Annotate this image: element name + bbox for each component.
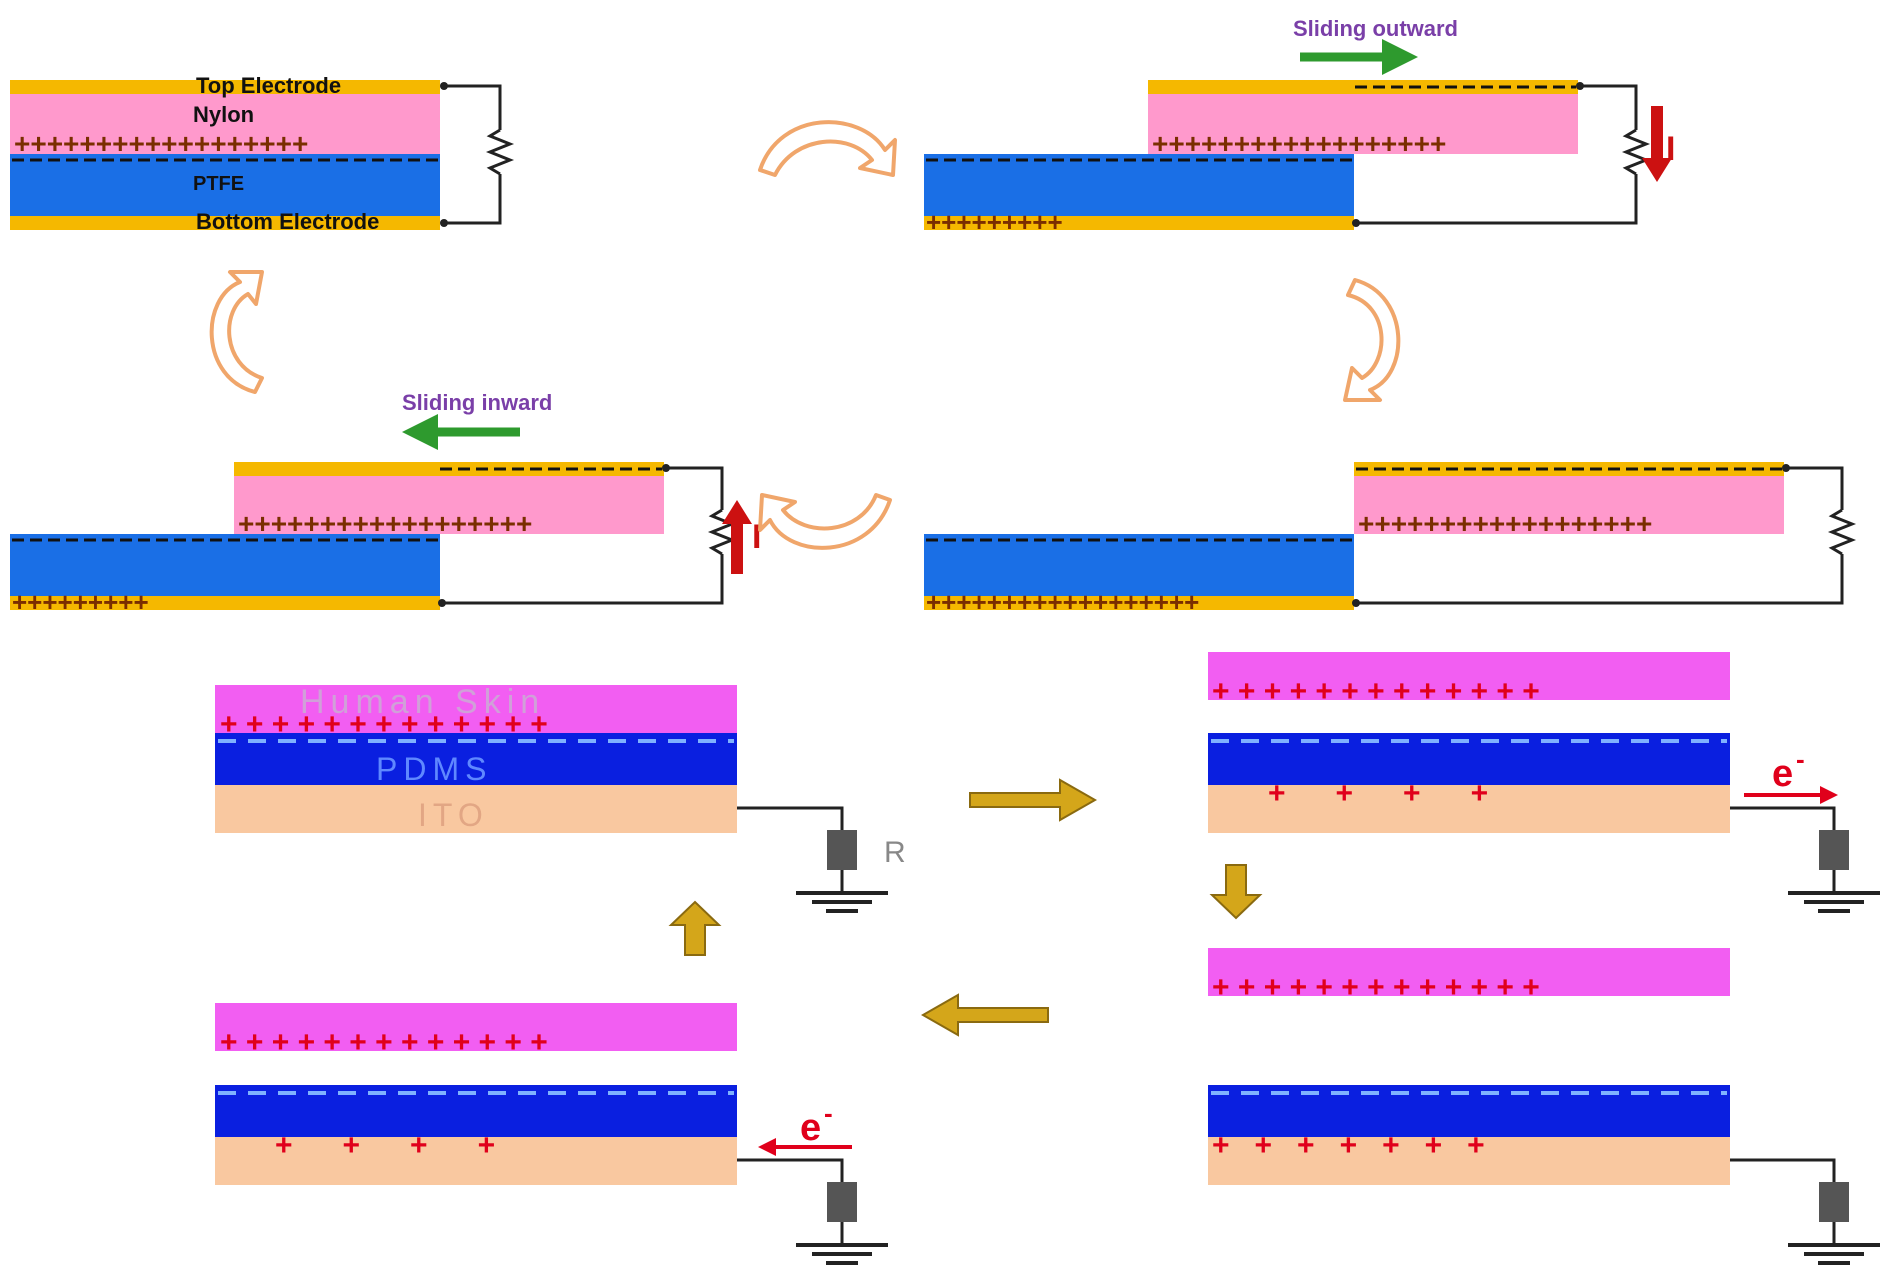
ptfe-label: PTFE <box>193 173 244 195</box>
contact-state-contact: Human Skin + + + + + + + + + + + + + PDM… <box>215 683 906 913</box>
ito-plus-charges: + + + + + + + <box>1212 1129 1485 1162</box>
sliding-state-separated: ++++++++++++++++++ ++++++++++++++++++ <box>924 462 1857 617</box>
resistor-label: R <box>884 836 906 869</box>
skin-layer <box>215 1003 737 1051</box>
sliding-outward-label: Sliding outward <box>1293 16 1458 41</box>
cycle-arrows <box>209 120 1401 550</box>
sliding-state-contact: ++++++++++++++++++ Top Electrode Nylon P… <box>10 73 515 234</box>
contact-state-separated: + + + + + + + + + + + + + + + + + + + + <box>1208 948 1880 1265</box>
nylon-label: Nylon <box>193 102 254 127</box>
top-electrode-layer <box>10 80 440 94</box>
cycle-arrow-left <box>209 270 264 394</box>
ground-wire <box>737 806 844 830</box>
ito-layer <box>1208 1137 1730 1185</box>
ito-layer <box>1208 785 1730 833</box>
cycle-arrow-top <box>758 120 897 177</box>
load-resistor <box>827 830 857 870</box>
bottom-electrode-plus-charges: +++++++++ <box>926 207 1063 237</box>
current-arrow-down <box>1642 106 1672 182</box>
electron-sup: - <box>824 1098 833 1128</box>
circuit-wire <box>1356 554 1844 605</box>
circuit-wire <box>444 174 502 225</box>
block-arrow-right <box>969 778 1098 822</box>
load-resistor <box>827 1182 857 1222</box>
ito-layer <box>215 1137 737 1185</box>
bottom-electrode-layer <box>10 216 440 230</box>
nylon-layer <box>234 476 664 534</box>
current-label: I <box>1666 130 1675 168</box>
skin-plus-charges: + + + + + + + + + + + + + <box>220 1026 548 1059</box>
ptfe-layer <box>924 534 1354 596</box>
load-resistor <box>1819 1182 1849 1222</box>
pdms-label: PDMS <box>376 751 492 787</box>
cycle-arrow-right <box>1343 278 1401 402</box>
ptfe-layer <box>924 154 1354 216</box>
ito-plus-charges: + + + + <box>1268 777 1488 810</box>
circuit-wire <box>1356 174 1638 225</box>
cycle-arrow-bottom <box>758 493 892 550</box>
electron-label: e <box>800 1107 821 1149</box>
contact-state-separating: + + + + + + + + + + + + + + + + + e - <box>1208 652 1880 913</box>
nylon-layer <box>1148 94 1578 154</box>
skin-plus-charges: + + + + + + + + + + + + + <box>1212 971 1540 1004</box>
nylon-layer <box>1354 476 1784 534</box>
skin-layer <box>215 685 737 733</box>
sliding-inward-label: Sliding inward <box>402 390 552 415</box>
ground-symbol <box>1788 1243 1880 1265</box>
resistor <box>1827 508 1857 556</box>
ground-symbol <box>1788 891 1880 913</box>
electron-flow-arrow-left <box>758 1138 852 1156</box>
circuit-wire <box>444 84 502 130</box>
ptfe-layer <box>10 154 440 216</box>
circuit-wire <box>666 466 724 510</box>
block-arrow-up <box>668 900 722 956</box>
bottom-electrode-plus-charges: +++++++++ <box>12 587 149 617</box>
ito-plus-charges: + + + + <box>275 1129 495 1162</box>
sliding-state-outward: Sliding outward ++++++++++++++++++ +++++… <box>924 16 1675 237</box>
ito-layer <box>215 785 737 833</box>
bottom-electrode-plus-charges: ++++++++++++++++++ <box>926 587 1199 617</box>
sliding-state-inward: Sliding inward ++++++++++++++++++ ++++++… <box>10 390 761 617</box>
nylon-plus-charges: ++++++++++++++++++ <box>238 508 532 539</box>
current-label: I <box>752 518 761 556</box>
nylon-layer <box>10 94 440 154</box>
circuit-wire <box>1786 466 1844 510</box>
load-resistor <box>1819 830 1849 870</box>
ground-wire <box>1730 1158 1836 1182</box>
bottom-electrode-label: Bottom Electrode <box>196 209 379 234</box>
skin-layer <box>1208 652 1730 700</box>
bottom-electrode-layer <box>924 216 1354 230</box>
bottom-electrode-layer <box>10 596 440 610</box>
top-electrode-label: Top Electrode <box>196 73 341 98</box>
block-arrows <box>668 778 1263 1037</box>
circuit-wire <box>1580 84 1638 130</box>
nylon-plus-charges: ++++++++++++++++++ <box>1358 508 1652 539</box>
nylon-plus-charges: ++++++++++++++++++ <box>14 128 308 159</box>
circuit-wire <box>442 554 724 605</box>
bottom-electrode-layer <box>924 596 1354 610</box>
top-electrode-layer <box>1354 462 1784 476</box>
electron-sup: - <box>1796 744 1805 774</box>
ground-symbol <box>796 1243 888 1265</box>
ito-label: ITO <box>418 797 489 833</box>
electron-label: e <box>1772 753 1793 795</box>
resistor <box>1621 128 1651 176</box>
nylon-plus-charges: ++++++++++++++++++ <box>1152 128 1446 159</box>
skin-layer <box>1208 948 1730 996</box>
skin-plus-charges: + + + + + + + + + + + + + <box>1212 675 1540 708</box>
human-skin-label: Human Skin <box>300 683 545 721</box>
ptfe-layer <box>10 534 440 596</box>
resistor <box>707 508 737 556</box>
contact-state-approaching: + + + + + + + + + + + + + + + + + e - <box>215 1003 888 1265</box>
ground-wire <box>1730 806 1836 830</box>
block-arrow-left <box>920 993 1049 1037</box>
ground-wire <box>737 1158 844 1182</box>
block-arrow-down <box>1209 864 1263 920</box>
ground-symbol <box>796 891 888 913</box>
current-arrow-up <box>722 500 752 574</box>
resistor <box>485 128 515 176</box>
electron-flow-arrow-right <box>1744 786 1838 804</box>
